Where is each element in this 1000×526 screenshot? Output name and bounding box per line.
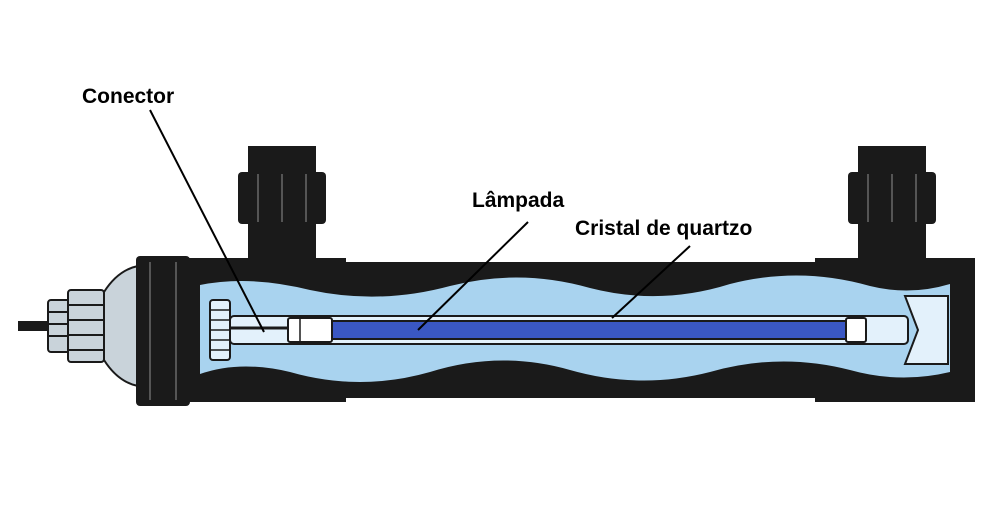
label-quartz-sleeve: Cristal de quartzo: [575, 217, 753, 240]
sleeve-end-holder: [903, 295, 949, 365]
power-cable: [18, 321, 50, 331]
leader-line-lamp: [417, 221, 529, 331]
leader-line-quartz: [611, 245, 691, 319]
outlet-port: [848, 146, 936, 264]
leader-line-connector: [149, 109, 265, 333]
cable-gland: [47, 289, 105, 363]
inlet-port: [238, 146, 326, 264]
uv-lamp: [331, 320, 847, 340]
threaded-collar: [136, 256, 190, 406]
label-connector: Conector: [82, 85, 175, 108]
lamp-end-cap: [845, 317, 867, 343]
label-lamp: Lâmpada: [472, 189, 565, 212]
lamp-socket: [287, 317, 333, 343]
end-cap: [103, 264, 139, 388]
